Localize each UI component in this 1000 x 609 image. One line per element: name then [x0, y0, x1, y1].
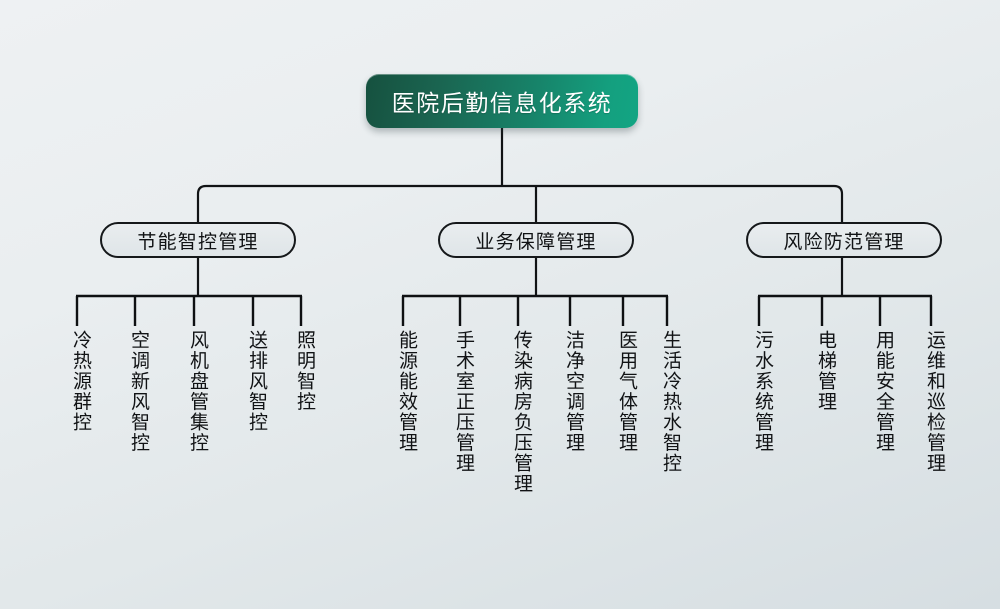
branch-node-energy-control[interactable]: 节能智控管理: [100, 222, 296, 258]
leaf-label[interactable]: 风机盘管集控: [187, 330, 208, 453]
leaf-label[interactable]: 用能安全管理: [873, 330, 894, 453]
leaf-label[interactable]: 空调新风智控: [128, 330, 149, 453]
branch-node-label: 业务保障管理: [475, 231, 597, 253]
leaf-label[interactable]: 传染病房负压管理: [511, 330, 532, 494]
leaf-label[interactable]: 生活冷热水智控: [660, 330, 681, 474]
branch-node-risk-prevention[interactable]: 风险防范管理: [746, 222, 942, 258]
branch-node-label: 风险防范管理: [783, 231, 905, 253]
branch-node-business-support[interactable]: 业务保障管理: [438, 222, 634, 258]
root-node-label: 医院后勤信息化系统: [391, 90, 613, 116]
leaf-label[interactable]: 洁净空调管理: [563, 330, 584, 453]
leaf-label[interactable]: 医用气体管理: [616, 330, 637, 453]
root-node[interactable]: 医院后勤信息化系统: [366, 74, 638, 128]
connector-root-bus: [196, 184, 844, 222]
leaf-label[interactable]: 照明智控: [294, 330, 315, 412]
branch-node-label: 节能智控管理: [137, 231, 259, 253]
leaf-label[interactable]: 电梯管理: [815, 330, 836, 412]
leaf-label[interactable]: 冷热源群控: [70, 330, 91, 433]
leaf-label[interactable]: 运维和巡检管理: [924, 330, 945, 474]
leaf-label[interactable]: 能源能效管理: [396, 330, 417, 453]
leaf-label[interactable]: 送排风智控: [246, 330, 267, 433]
leaf-label[interactable]: 手术室正压管理: [453, 330, 474, 474]
leaf-label[interactable]: 污水系统管理: [752, 330, 773, 453]
